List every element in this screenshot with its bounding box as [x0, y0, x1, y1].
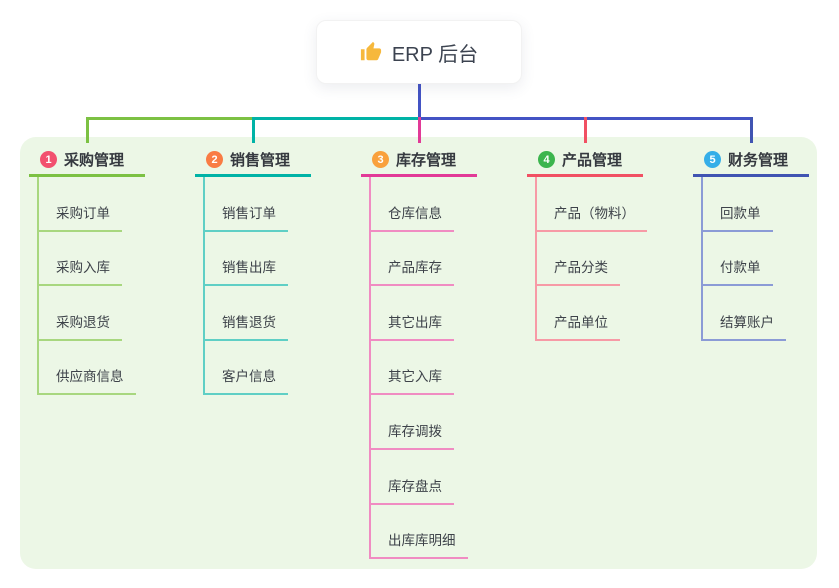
child-node[interactable]: 销售订单	[205, 177, 288, 232]
child-node[interactable]: 产品分类	[537, 232, 620, 287]
branch-drop-line	[417, 117, 421, 143]
mindmap-background-panel	[20, 137, 817, 569]
branch-number-badge: 4	[538, 151, 555, 168]
branch-label: 财务管理	[728, 152, 789, 169]
branch-children-3: 仓库信息产品库存其它出库其它入库库存调拨库存盘点出库库明细	[369, 177, 468, 560]
child-node[interactable]: 产品（物料）	[537, 177, 647, 232]
trunk-segment-middle	[251, 117, 420, 120]
child-node[interactable]: 采购入库	[39, 232, 122, 287]
branch-label: 销售管理	[230, 152, 291, 169]
child-node[interactable]: 回款单	[703, 177, 773, 232]
child-node[interactable]: 仓库信息	[371, 177, 454, 232]
branch-node-4[interactable]: 4 产品管理	[527, 145, 643, 177]
child-node[interactable]: 付款单	[703, 232, 773, 287]
branch-node-1[interactable]: 1 采购管理	[29, 145, 145, 177]
branch-label: 库存管理	[396, 152, 457, 169]
branch-children-4: 产品（物料）产品分类产品单位	[535, 177, 647, 341]
child-node[interactable]: 库存调拨	[371, 395, 454, 450]
child-node[interactable]: 产品单位	[537, 286, 620, 341]
child-node[interactable]: 出库库明细	[371, 505, 468, 560]
branch-children-5: 回款单付款单结算账户	[701, 177, 786, 341]
root-node-label: ERP 后台	[391, 43, 479, 66]
branch-label: 采购管理	[64, 152, 125, 169]
thumbs-up-icon	[360, 41, 381, 61]
child-node[interactable]: 其它入库	[371, 341, 454, 396]
branch-number-badge: 2	[206, 151, 223, 168]
child-node[interactable]: 库存盘点	[371, 450, 454, 505]
child-node[interactable]: 采购退货	[39, 286, 122, 341]
child-node[interactable]: 其它出库	[371, 286, 454, 341]
branch-drop-line	[251, 117, 255, 143]
branch-node-5[interactable]: 5 财务管理	[693, 145, 809, 177]
branch-drop-line	[749, 117, 753, 143]
branch-children-1: 采购订单采购入库采购退货供应商信息	[37, 177, 136, 396]
branch-drop-line	[583, 117, 587, 143]
branch-children-2: 销售订单销售出库销售退货客户信息	[203, 177, 288, 396]
branch-number-badge: 1	[40, 151, 57, 168]
root-connector-line	[417, 84, 421, 120]
branch-node-3[interactable]: 3 库存管理	[361, 145, 477, 177]
child-node[interactable]: 采购订单	[39, 177, 122, 232]
child-node[interactable]: 结算账户	[703, 286, 786, 341]
child-node[interactable]: 供应商信息	[39, 341, 136, 396]
branch-number-badge: 3	[372, 151, 389, 168]
thumbs-up-path	[360, 41, 381, 61]
child-node[interactable]: 销售出库	[205, 232, 288, 287]
branch-number-badge: 5	[704, 151, 721, 168]
child-node[interactable]: 客户信息	[205, 341, 288, 396]
root-node-erp[interactable]: ERP 后台	[316, 20, 522, 84]
child-node[interactable]: 销售退货	[205, 286, 288, 341]
branch-label: 产品管理	[562, 152, 623, 169]
child-node[interactable]: 产品库存	[371, 232, 454, 287]
trunk-segment-left	[85, 117, 254, 120]
branch-drop-line	[85, 117, 89, 143]
branch-node-2[interactable]: 2 销售管理	[195, 145, 311, 177]
